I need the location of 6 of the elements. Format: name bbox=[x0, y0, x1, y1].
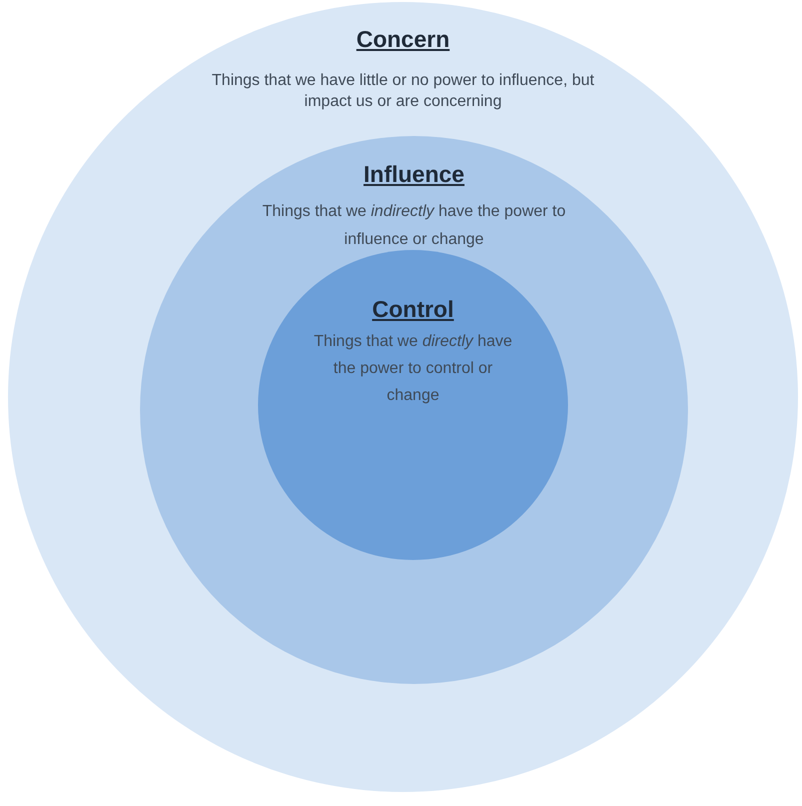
region-heading: Influence bbox=[364, 160, 464, 189]
region-description: Things that we directly have the power to control or change bbox=[313, 332, 513, 406]
region-heading: Control bbox=[372, 295, 454, 324]
region-heading: Concern bbox=[356, 25, 450, 54]
region-description: Things that we indirectly have the power to influence or change bbox=[261, 202, 567, 250]
region-description: Things that we have little or no power to influence, but impact us or are concerning bbox=[210, 71, 596, 112]
